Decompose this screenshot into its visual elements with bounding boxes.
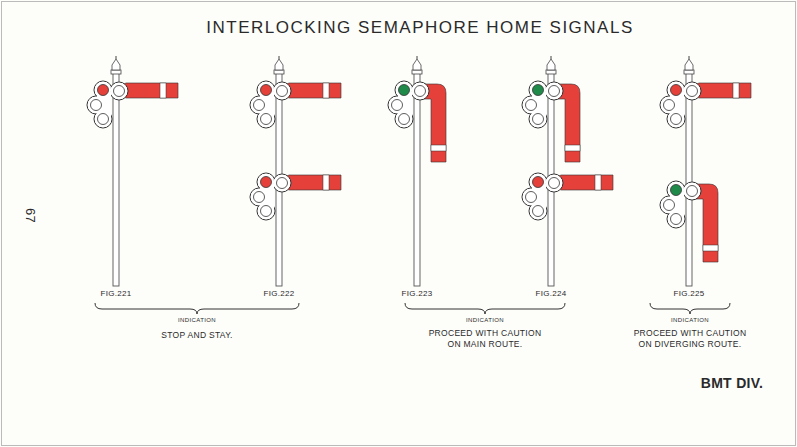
division-label: BMT DIV. <box>701 374 764 392</box>
indication-heading: INDICATION <box>671 317 709 325</box>
figure-number: FIG.225 <box>673 289 704 299</box>
figure-number: FIG.221 <box>100 289 131 299</box>
indication-text: STOP AND STAY. <box>161 330 232 341</box>
indication-text: PROCEED WITH CAUTION ON DIVERGING ROUTE. <box>629 328 751 350</box>
page-number: 67 <box>22 208 39 223</box>
indication-text: PROCEED WITH CAUTION ON MAIN ROUTE. <box>424 328 546 350</box>
brace <box>95 303 730 314</box>
figure-number: FIG.222 <box>263 289 294 299</box>
title: INTERLOCKING SEMAPHORE HOME SIGNALS <box>206 17 634 39</box>
indication-heading: INDICATION <box>178 317 216 325</box>
indication-heading: INDICATION <box>466 317 504 325</box>
figure-number: FIG.223 <box>401 289 432 299</box>
figure-number: FIG.224 <box>535 289 566 299</box>
